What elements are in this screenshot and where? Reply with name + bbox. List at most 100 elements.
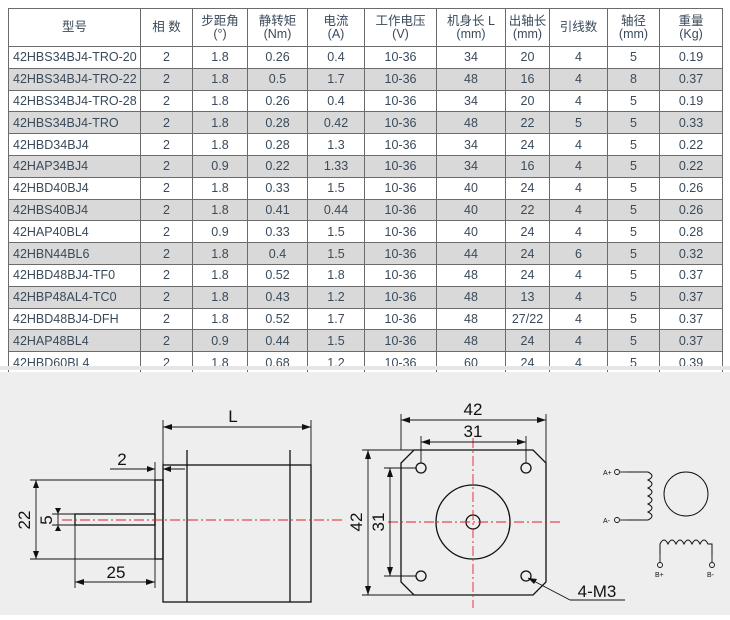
cell-shaft-length: 13 [505, 285, 550, 309]
cell-weight: 0.37 [659, 307, 723, 331]
cell-current: 0.42 [307, 111, 365, 135]
cell-voltage: 10-36 [364, 307, 437, 331]
cell-lead-count: 4 [549, 154, 608, 178]
mount-hole-br [520, 570, 532, 582]
dimension-drawing-panel: L 2 22 5 25 42 31 42 31 4-M3 A+ A- B+ B- [0, 372, 730, 615]
cell-body-length: 34 [436, 154, 506, 178]
cell-step-angle: 0.9 [192, 329, 248, 353]
header-shaft-length: 出轴长(mm) [505, 8, 550, 47]
cell-body-length: 48 [436, 329, 506, 353]
coil-a [628, 471, 653, 521]
cell-lead-count: 4 [549, 89, 608, 113]
header-weight: 重量(Kg) [659, 8, 723, 47]
cell-shaft-length: 24 [505, 220, 550, 244]
header-model: 型号 [8, 8, 141, 47]
cell-shaft-diameter: 5 [607, 46, 660, 69]
cell-lead-count: 5 [549, 111, 608, 135]
cell-step-angle: 1.8 [192, 133, 248, 156]
cell-lead-count: 4 [549, 307, 608, 331]
cell-holding-torque: 0.4 [247, 242, 308, 265]
cell-model: 42HBS34BJ4-TRO-20 [8, 46, 141, 69]
cell-step-angle: 1.8 [192, 89, 248, 113]
cell-shaft-diameter: 5 [607, 133, 660, 156]
cell-step-angle: 1.8 [192, 67, 248, 91]
label-5: 5 [37, 515, 56, 524]
section-divider [0, 366, 730, 370]
cell-body-length: 34 [436, 46, 506, 69]
mount-hole-bl [415, 570, 427, 582]
label-31-side: 31 [369, 513, 388, 532]
cell-voltage: 10-36 [364, 89, 437, 113]
cell-model: 42HBD48BJ4-DFH [8, 307, 141, 331]
cell-lead-count: 4 [549, 263, 608, 287]
cell-phases: 2 [140, 46, 193, 69]
cell-voltage: 10-36 [364, 242, 437, 265]
cell-phases: 2 [140, 307, 193, 331]
spec-table-container: 型号 相 数 步距角(°) 静转矩(Nm) 电流(A) 工作电压(V) 机身长 … [8, 8, 723, 374]
cell-lead-count: 4 [549, 133, 608, 156]
cell-holding-torque: 0.33 [247, 176, 308, 200]
cell-step-angle: 1.8 [192, 242, 248, 265]
cell-lead-count: 4 [549, 285, 608, 309]
cell-step-angle: 1.8 [192, 307, 248, 331]
cell-current: 1.5 [307, 220, 365, 244]
wire-b-plus: B+ [655, 572, 664, 579]
cell-current: 1.5 [307, 176, 365, 200]
cell-weight: 0.28 [659, 220, 723, 244]
cell-voltage: 10-36 [364, 154, 437, 178]
label-4-m3: 4-M3 [578, 582, 617, 601]
cell-weight: 0.37 [659, 67, 723, 91]
cell-current: 0.44 [307, 198, 365, 222]
cell-body-length: 40 [436, 220, 506, 244]
cell-model: 42HBP48AL4-TC0 [8, 285, 141, 309]
cell-step-angle: 0.9 [192, 154, 248, 178]
cell-body-length: 34 [436, 133, 506, 156]
cell-model: 42HBD48BJ4-TF0 [8, 263, 141, 287]
cell-weight: 0.26 [659, 198, 723, 222]
label-25: 25 [107, 563, 126, 582]
cell-shaft-length: 24 [505, 133, 550, 156]
cell-phases: 2 [140, 329, 193, 353]
cell-weight: 0.33 [659, 111, 723, 135]
cell-holding-torque: 0.52 [247, 307, 308, 331]
header-body-length: 机身长 L(mm) [436, 8, 506, 47]
shaft [74, 513, 156, 526]
cell-step-angle: 0.9 [192, 220, 248, 244]
cell-step-angle: 1.8 [192, 198, 248, 222]
cell-voltage: 10-36 [364, 67, 437, 91]
header-shaft-diameter: 轴径(mm) [607, 8, 660, 47]
cell-phases: 2 [140, 198, 193, 222]
cell-voltage: 10-36 [364, 111, 437, 135]
label-31-top: 31 [464, 422, 483, 441]
cell-current: 1.33 [307, 154, 365, 178]
cell-holding-torque: 0.68 [247, 351, 308, 374]
cell-phases: 2 [140, 89, 193, 113]
cell-lead-count: 4 [549, 220, 608, 244]
cell-phases: 2 [140, 154, 193, 178]
cell-current: 1.7 [307, 307, 365, 331]
cell-model: 42HBS34BJ4-TRO [8, 111, 141, 135]
cell-body-length: 40 [436, 198, 506, 222]
cell-shaft-length: 24 [505, 242, 550, 265]
cell-lead-count: 4 [549, 67, 608, 91]
cell-model: 42HBD60BL4 [8, 351, 141, 374]
cell-weight: 0.37 [659, 329, 723, 353]
cell-model: 42HBN44BL6 [8, 242, 141, 265]
cell-voltage: 10-36 [364, 351, 437, 374]
cell-holding-torque: 0.28 [247, 111, 308, 135]
cell-voltage: 10-36 [364, 285, 437, 309]
cell-phases: 2 [140, 242, 193, 265]
cell-body-length: 48 [436, 285, 506, 309]
cell-voltage: 10-36 [364, 263, 437, 287]
cell-weight: 0.19 [659, 46, 723, 69]
wire-b-minus: B- [707, 572, 715, 579]
label-42-side: 42 [347, 513, 366, 532]
cell-current: 0.4 [307, 46, 365, 69]
